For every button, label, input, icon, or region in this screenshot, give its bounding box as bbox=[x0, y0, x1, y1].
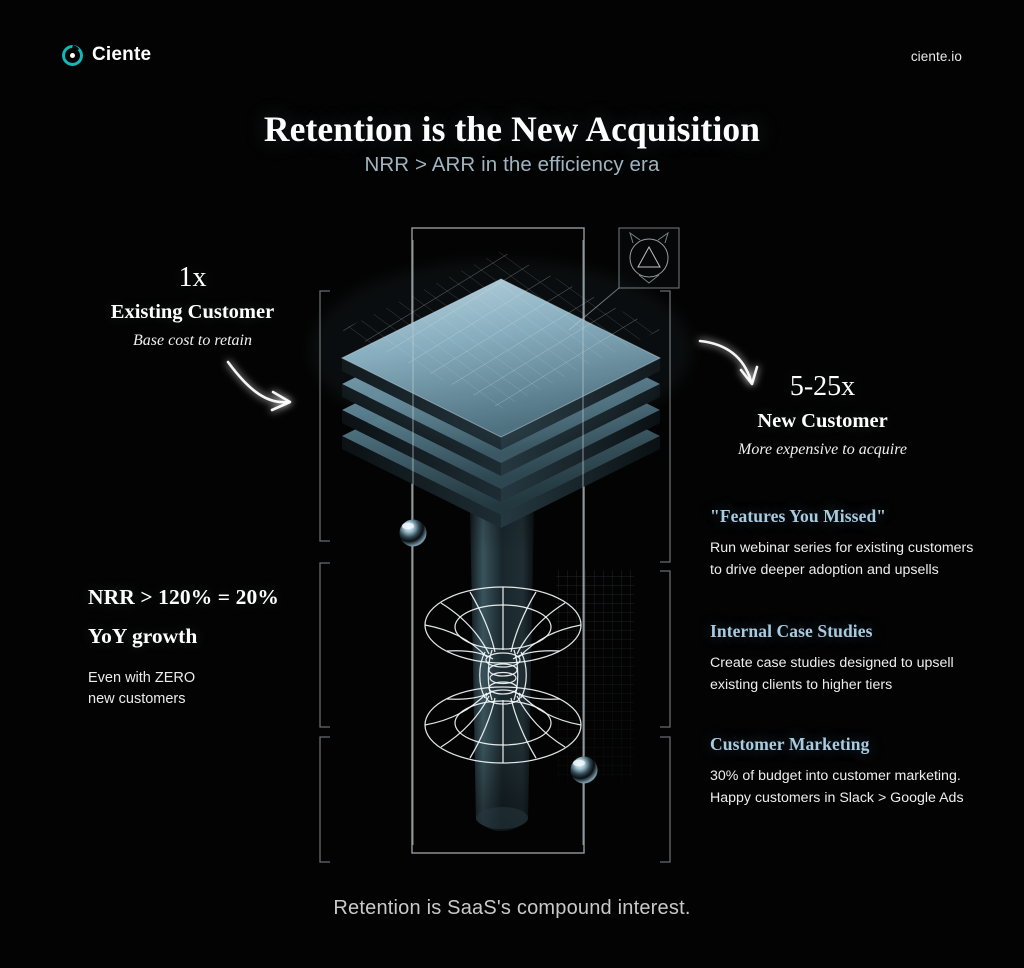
website-link[interactable]: ciente.io bbox=[910, 49, 962, 64]
tactic-body-1: Create case studies designed to upsell e… bbox=[710, 655, 954, 693]
page-subtitle: NRR > ARR in the efficiency era bbox=[364, 153, 660, 176]
chrome-sphere-upper bbox=[399, 519, 427, 547]
brand-logo[interactable]: Ciente bbox=[62, 44, 151, 66]
tactic-card-2: Customer Marketing 30% of budget into cu… bbox=[710, 734, 978, 809]
footer-tagline: Retention is SaaS's compound interest. bbox=[333, 897, 691, 919]
existing-note: Base cost to retain bbox=[133, 332, 252, 350]
annotation-new-customer: 5-25x New Customer More expensive to acq… bbox=[690, 371, 955, 459]
existing-label: Existing Customer bbox=[110, 300, 275, 323]
chrome-sphere-lower bbox=[570, 756, 598, 784]
corner-bracket bbox=[660, 570, 671, 728]
badge-leader-line bbox=[568, 287, 620, 331]
page-title: Retention is the New Acquisition bbox=[263, 109, 761, 149]
frame-rectangle bbox=[411, 227, 585, 854]
nrr-line-2: YoY growth bbox=[88, 624, 198, 648]
nrr-line-1: NRR > 120% = 20% bbox=[88, 585, 279, 609]
curved-arrow-left bbox=[226, 360, 292, 412]
new-label: New Customer bbox=[757, 409, 888, 432]
new-note: More expensive to acquire bbox=[738, 441, 907, 459]
nrr-line-3: Even with ZERO new customers bbox=[88, 670, 196, 707]
tactic-body-2: 30% of budget into customer marketing. H… bbox=[710, 768, 964, 806]
tactic-heading-0: "Features You Missed" bbox=[710, 506, 887, 526]
existing-multiplier: 1x bbox=[178, 262, 207, 293]
annotation-nrr-stat: NRR > 120% = 20% YoY growth Even with ZE… bbox=[88, 585, 348, 709]
tactic-body-0: Run webinar series for existing customer… bbox=[710, 540, 974, 578]
brand-name: Ciente bbox=[92, 44, 152, 65]
right-brackets bbox=[660, 290, 671, 863]
new-multiplier: 5-25x bbox=[789, 371, 856, 402]
annotation-existing-customer: 1x Existing Customer Base cost to retain bbox=[60, 262, 325, 350]
corner-bracket bbox=[660, 736, 671, 863]
ciente-circle-logo-icon bbox=[62, 44, 83, 66]
tactic-heading-2: Customer Marketing bbox=[710, 734, 870, 754]
grid-panel bbox=[556, 570, 634, 782]
corner-bracket bbox=[660, 290, 671, 563]
left-brackets bbox=[319, 290, 330, 863]
triangle-in-circle-badge bbox=[568, 227, 680, 331]
wireframe-hourglass-torus bbox=[424, 586, 582, 764]
tactic-card-1: Internal Case Studies Create case studie… bbox=[710, 621, 978, 696]
corner-bracket bbox=[319, 736, 330, 863]
tactic-heading-1: Internal Case Studies bbox=[710, 621, 873, 641]
central-column bbox=[468, 406, 536, 831]
tactic-card-0: "Features You Missed" Run webinar series… bbox=[710, 506, 978, 581]
